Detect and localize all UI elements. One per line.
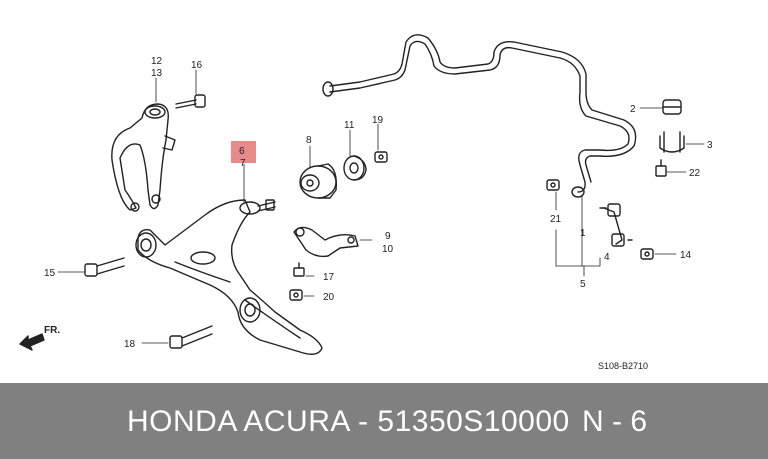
bracket-part [293,226,359,258]
leader-lines [57,69,705,344]
callout-11: 11 [344,120,355,131]
bushing-8-part [299,163,338,199]
stabilizer-link-part [599,203,633,247]
ball-joint-part [239,199,276,215]
callout-7: 7 [240,158,246,169]
callout-3: 3 [707,140,713,151]
direction-label: FR. [44,325,60,336]
diagram-reference: N - 6 [582,405,648,438]
callout-15: 15 [44,268,56,279]
callout-4: 4 [604,252,610,263]
callout-20: 20 [323,292,335,303]
stabilizer-bar-part [322,34,637,198]
callout-9: 9 [385,231,391,242]
nut-19-part [374,151,388,163]
bushing-11-part [343,155,367,181]
part-number-title: HONDA ACURA - 51350S10000 [127,405,570,438]
nut-14-part [640,248,654,260]
callout-10: 10 [382,244,394,255]
callout-6: 6 [239,146,245,157]
callout-8: 8 [306,135,312,146]
callout-22: 22 [689,168,701,179]
bolt-16-part [175,94,206,109]
highlighted-callout-box [231,141,256,163]
callout-13: 13 [151,68,163,79]
callout-12: 12 [151,56,163,67]
callout-2: 2 [630,104,636,115]
footer-bar: HONDA ACURA - 51350S10000 N - 6 [0,383,768,459]
knuckle-part [111,103,176,212]
callout-14: 14 [680,250,692,261]
front-direction-arrow [19,333,45,351]
callout-5: 5 [580,279,586,290]
callout-16: 16 [191,60,203,71]
bolt-18-part [169,325,213,349]
bolt-17-part [293,262,305,277]
callout-17: 17 [323,272,335,283]
callout-21: 21 [550,214,562,225]
nut-21-part [546,179,560,191]
figure-code: S108-B2710 [598,361,648,371]
bolt-22-part [655,159,667,177]
parts-diagram: 12 13 16 6 7 8 11 19 9 10 17 20 15 18 2 … [19,34,713,371]
callout-labels: 12 13 16 6 7 8 11 19 9 10 17 20 15 18 2 … [44,56,713,371]
bushing-2-part [662,99,682,115]
callout-19: 19 [372,115,384,126]
callout-1: 1 [580,228,586,239]
holder-3-part [659,131,685,153]
bolt-15-part [84,257,125,277]
callout-18: 18 [124,339,136,350]
nut-20-part [289,289,303,301]
lower-arm-part [135,199,323,355]
